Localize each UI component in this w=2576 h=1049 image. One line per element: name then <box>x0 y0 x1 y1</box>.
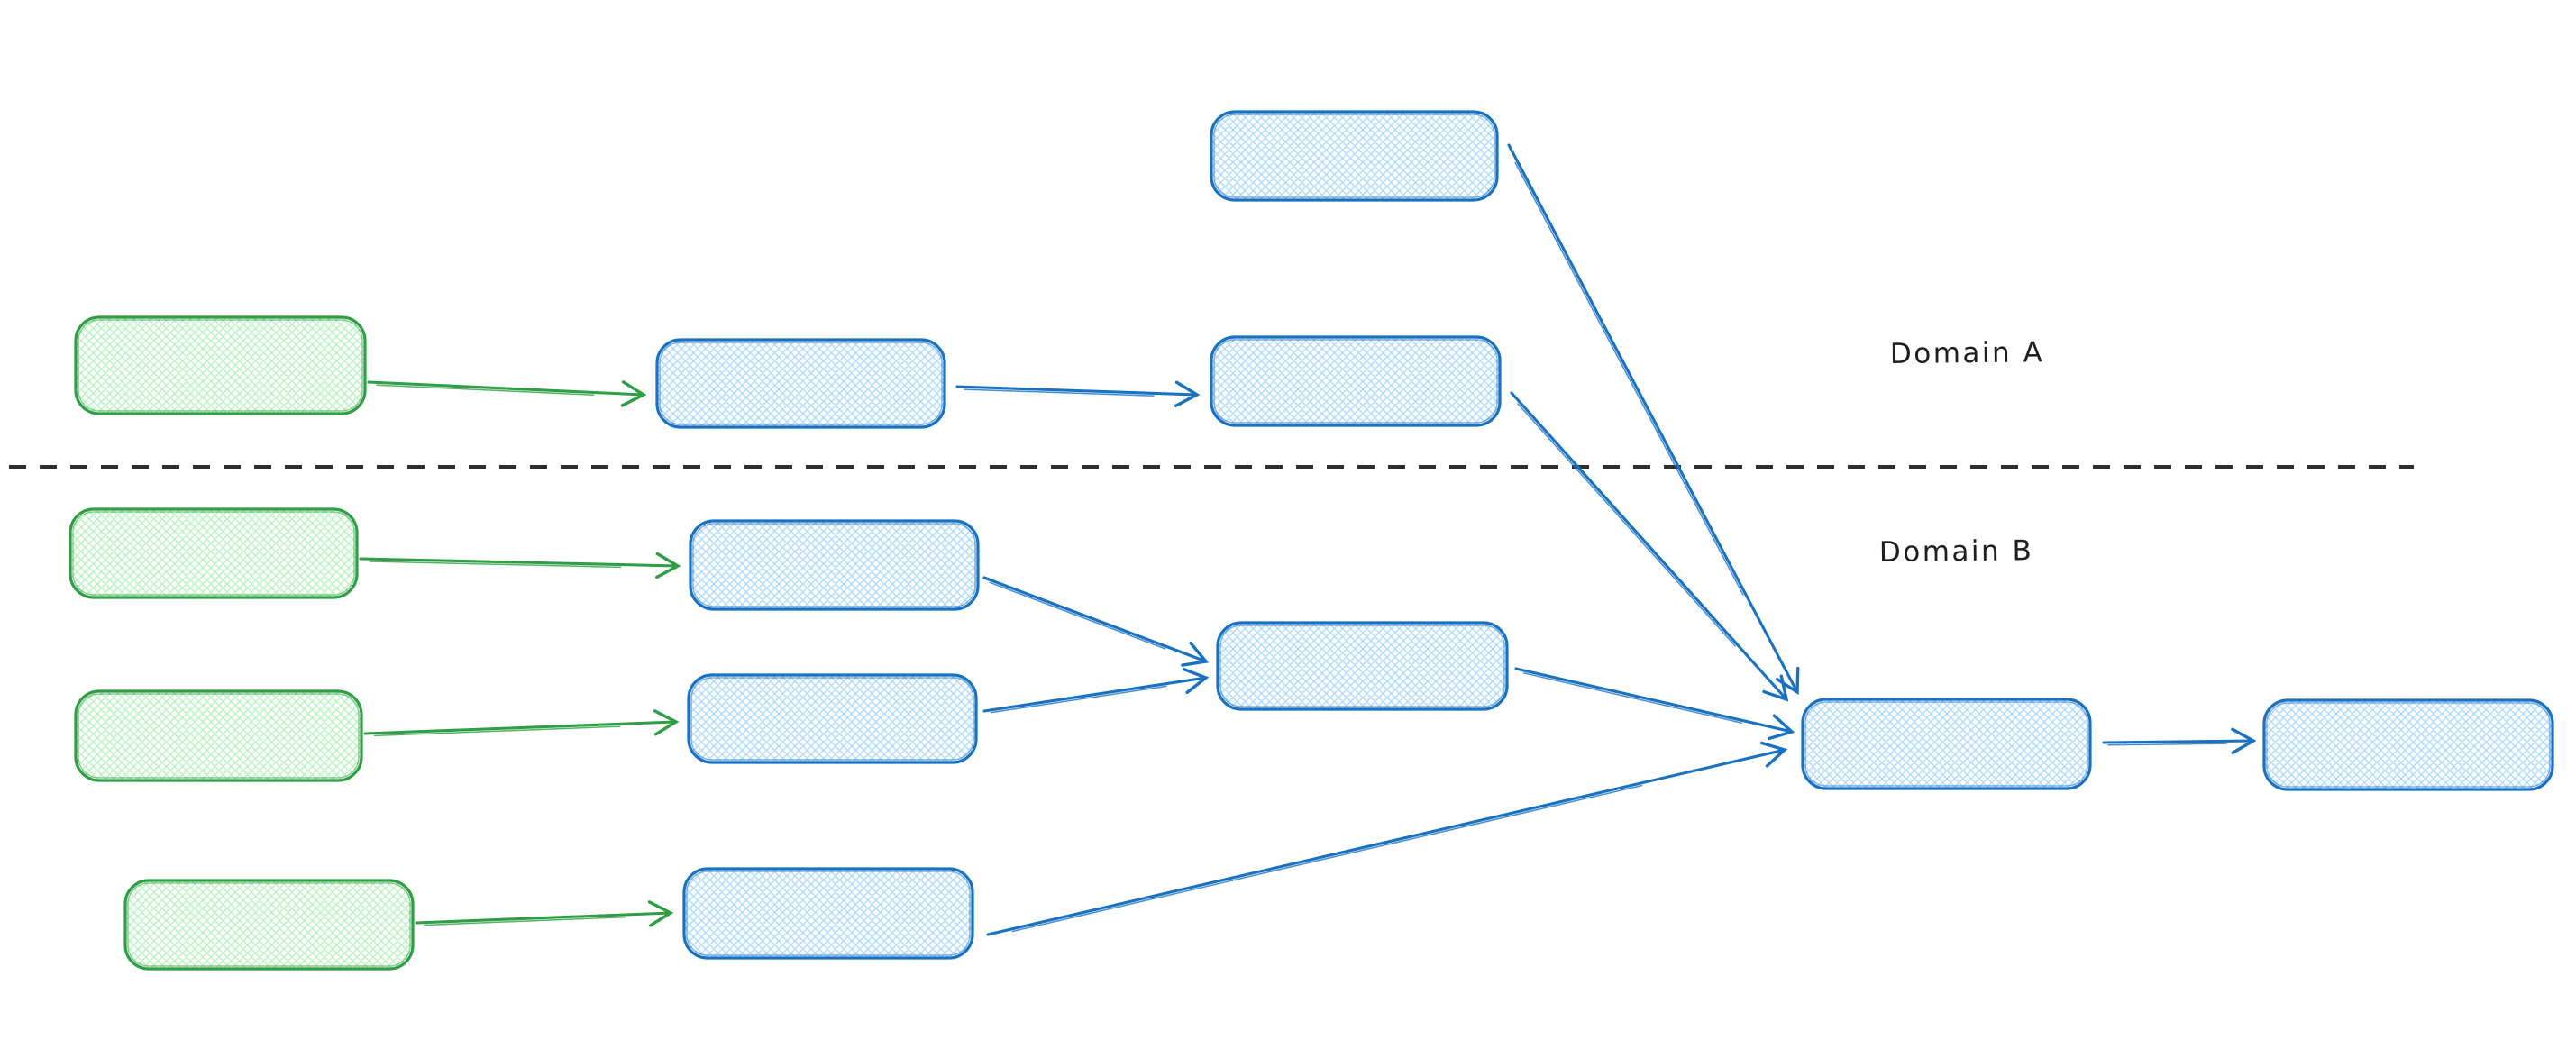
edge-line <box>1510 391 1789 702</box>
edge-stage1-b3-to-aggregate[interactable] <box>986 741 1788 936</box>
node-box-echo <box>692 523 976 607</box>
edge-line-echo <box>376 384 595 397</box>
label-domain-b[interactable]: Domain B <box>1879 534 2034 569</box>
node-box <box>2262 698 2554 791</box>
edge-top-to-aggregate[interactable] <box>1507 143 1800 696</box>
node-box-echo <box>1804 701 2088 787</box>
node-blue-stage1-a[interactable] <box>655 338 946 429</box>
node-box-echo <box>686 871 971 956</box>
node-box-echo <box>1213 114 1495 198</box>
node-box-echo <box>127 882 411 967</box>
label-domain-a[interactable]: Domain A <box>1890 336 2045 370</box>
node-green-source-b3[interactable] <box>123 879 415 971</box>
edge-line-echo <box>989 581 1166 650</box>
edge-line <box>1507 143 1800 696</box>
node-box <box>1210 335 1502 427</box>
edge-line <box>955 380 1201 407</box>
edge-line-echo <box>1514 161 1744 596</box>
node-box <box>687 673 978 764</box>
edge-stage2-a-to-aggregate[interactable] <box>1510 391 1789 702</box>
edge-line-echo <box>1522 672 1743 724</box>
edge-stage1-a-to-stage2-a[interactable] <box>955 380 1201 407</box>
node-box-echo <box>78 693 360 779</box>
node-blue-top[interactable] <box>1210 110 1499 202</box>
edge-line-echo <box>369 561 622 569</box>
edge-line <box>2102 727 2257 754</box>
node-green-source-b1[interactable] <box>69 507 359 599</box>
edge-line-echo <box>991 685 1167 714</box>
node-box <box>1216 621 1509 711</box>
edge-line-echo <box>1011 784 1643 933</box>
node-blue-stage1-b1[interactable] <box>689 519 980 611</box>
node-blue-stage1-b2[interactable] <box>687 673 978 764</box>
edge-line <box>415 900 674 927</box>
edge-line <box>363 709 680 736</box>
edge-line <box>367 380 647 407</box>
edge-line <box>359 552 681 579</box>
edge-green-b2-to-stage1-b2[interactable] <box>363 709 680 737</box>
edge-line <box>982 667 1210 713</box>
node-blue-aggregate[interactable] <box>1801 698 2092 790</box>
node-box <box>682 867 974 960</box>
node-box-echo <box>690 677 974 761</box>
edge-stage1-b2-to-merge[interactable] <box>982 667 1210 714</box>
edge-line-echo <box>964 388 1155 397</box>
node-box <box>1210 110 1499 202</box>
edge-green-a-to-stage1-a[interactable] <box>367 380 647 407</box>
edge-line-echo <box>1517 403 1736 647</box>
node-box <box>69 507 359 599</box>
edge-green-b1-to-stage1-b1[interactable] <box>359 552 681 579</box>
node-box-echo <box>72 511 355 596</box>
node-green-source-b2[interactable] <box>74 689 363 782</box>
node-box-echo <box>1219 625 1505 707</box>
node-box <box>655 338 946 429</box>
edge-line <box>986 741 1788 936</box>
node-box <box>74 689 363 782</box>
node-blue-output[interactable] <box>2262 698 2554 791</box>
node-box <box>689 519 980 611</box>
edge-line <box>1514 667 1795 741</box>
node-box-echo <box>2266 702 2551 788</box>
edge-aggregate-to-output[interactable] <box>2102 727 2257 754</box>
node-box <box>74 315 367 415</box>
edge-line-echo <box>423 917 626 926</box>
node-box-echo <box>78 319 363 412</box>
node-box <box>123 879 415 971</box>
edge-line-echo <box>2107 743 2227 746</box>
node-blue-stage1-b3[interactable] <box>682 867 974 960</box>
edge-merge-to-aggregate[interactable] <box>1514 667 1795 741</box>
node-box-echo <box>1213 339 1498 424</box>
edge-line <box>982 576 1210 667</box>
node-box-echo <box>659 342 943 425</box>
node-box <box>1801 698 2092 790</box>
node-blue-merge-b[interactable] <box>1216 621 1509 711</box>
node-blue-stage2-a[interactable] <box>1210 335 1502 427</box>
edge-stage1-b1-to-merge[interactable] <box>982 576 1210 667</box>
edge-green-b3-to-stage1-b3[interactable] <box>415 900 674 927</box>
node-green-source-a[interactable] <box>74 315 367 415</box>
edge-line-echo <box>373 725 621 737</box>
